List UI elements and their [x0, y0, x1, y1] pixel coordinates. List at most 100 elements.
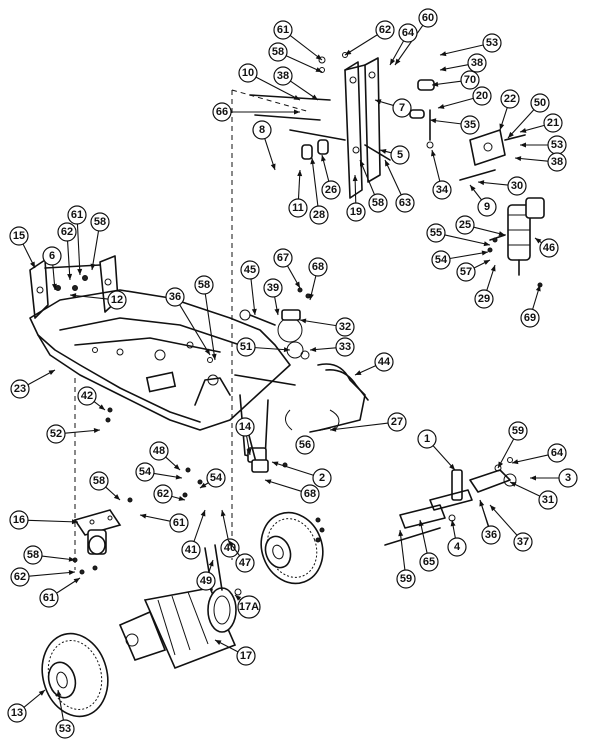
- callout-bubble: [467, 53, 487, 73]
- callout-number: 58: [94, 216, 106, 228]
- callout-arrowhead: [520, 128, 527, 133]
- callout-arrowhead: [535, 238, 542, 244]
- callout-number: 52: [50, 428, 62, 440]
- callout-arrowhead: [385, 160, 390, 167]
- callout-73: 58: [23, 545, 76, 565]
- callout-bubble: [387, 412, 407, 432]
- callout-arrowhead: [483, 241, 490, 247]
- callout-bubble: [194, 275, 214, 295]
- callout-arrowhead: [204, 348, 210, 355]
- callout-bubble: [165, 287, 185, 307]
- callout-bubble: [520, 308, 540, 328]
- callout-71: 47: [227, 539, 255, 573]
- callout-number: 35: [464, 119, 476, 131]
- callout-number: 19: [350, 206, 362, 218]
- callout-arrowhead: [215, 640, 222, 645]
- callout-bubble: [455, 215, 475, 235]
- callout-number: 13: [11, 707, 23, 719]
- callout-number: 60: [422, 12, 434, 24]
- callout-44: 57: [456, 259, 491, 282]
- callout-bubble: [55, 719, 75, 739]
- callout-48: 58: [194, 275, 217, 361]
- callout-arrowhead: [352, 175, 358, 182]
- callout-number: 51: [240, 341, 252, 353]
- callout-bubble: [309, 205, 329, 225]
- callout-leader: [28, 571, 76, 577]
- callout-bubble: [206, 468, 226, 488]
- callout-bubble: [398, 23, 418, 43]
- callout-number: 49: [200, 575, 212, 587]
- callout-bubble: [418, 8, 438, 28]
- callout-number: 62: [14, 571, 26, 583]
- callout-number: 3: [565, 472, 571, 484]
- callout-35: 6: [42, 246, 62, 291]
- callout-leader: [359, 159, 376, 195]
- callout-bubble: [513, 532, 533, 552]
- callout-50: 32: [299, 317, 355, 337]
- callout-bubble: [39, 588, 59, 608]
- callout-arrowhead: [270, 163, 276, 170]
- callout-number: 64: [402, 27, 415, 39]
- callout-arrowhead: [70, 293, 77, 299]
- crank-handle: [285, 363, 369, 433]
- main-frame: [29, 255, 291, 431]
- callout-bubble: [431, 250, 451, 270]
- callout-number: 37: [517, 536, 529, 548]
- callout-arrowhead: [310, 158, 316, 165]
- callout-leader: [394, 25, 424, 66]
- callout-arrowhead: [315, 54, 322, 60]
- callout-58: 14: [235, 417, 255, 456]
- callout-bubble: [558, 468, 578, 488]
- callout-arrowhead: [220, 510, 226, 517]
- callout-bubble: [392, 98, 412, 118]
- callout-number: 36: [485, 529, 497, 541]
- callout-number: 23: [14, 383, 26, 395]
- callout-34: 58: [90, 212, 110, 271]
- callout-number: 7: [399, 102, 405, 114]
- callout-bubble: [107, 290, 127, 310]
- callout-bubble: [460, 115, 480, 135]
- callout-24: 30: [477, 176, 527, 196]
- callout-number: 68: [312, 261, 324, 273]
- callout-bubble: [547, 152, 567, 172]
- callout-bubble: [477, 197, 497, 217]
- callout-arrowhead: [71, 519, 78, 525]
- callout-arrowhead: [438, 104, 445, 109]
- callout-arrowhead: [481, 250, 488, 256]
- guide-lines: [74, 89, 311, 570]
- callout-arrowhead: [535, 285, 541, 292]
- callout-bubble: [220, 538, 240, 558]
- callout-bubble: [368, 193, 388, 213]
- callout-27: 19: [346, 174, 366, 222]
- callout-bubble: [508, 421, 528, 441]
- callout-47: 36: [165, 287, 211, 356]
- callout-bubble: [456, 262, 476, 282]
- callout-bubble: [235, 417, 255, 437]
- callout-3: 60: [394, 8, 438, 66]
- callout-31: 15: [9, 226, 36, 269]
- callout-arrowhead: [498, 461, 504, 468]
- callout-arrowhead: [90, 263, 96, 270]
- callout-number: 20: [476, 90, 488, 102]
- callout-69: 41: [181, 509, 206, 560]
- callout-leader: [179, 304, 211, 356]
- right-wheel: [260, 511, 324, 585]
- callout-number: 33: [339, 341, 351, 353]
- callout-bubble: [375, 20, 395, 40]
- callout-arrowhead: [297, 170, 303, 177]
- callout-8: 70: [431, 70, 480, 90]
- callout-bubble: [300, 484, 320, 504]
- callout-number: 11: [292, 202, 304, 214]
- callout-leader: [76, 223, 81, 276]
- callout-28: 58: [359, 159, 388, 213]
- callout-bubble: [235, 553, 255, 573]
- callout-6: 58: [268, 42, 323, 73]
- callout-arrowhead: [360, 160, 365, 167]
- callout-arrowhead: [246, 448, 252, 455]
- callout-number: 69: [524, 312, 536, 324]
- callout-arrowhead: [56, 690, 62, 697]
- callout-bubble: [181, 540, 201, 560]
- callout-bubble: [432, 180, 452, 200]
- callout-83: 3: [530, 468, 578, 488]
- callout-bubble: [538, 490, 558, 510]
